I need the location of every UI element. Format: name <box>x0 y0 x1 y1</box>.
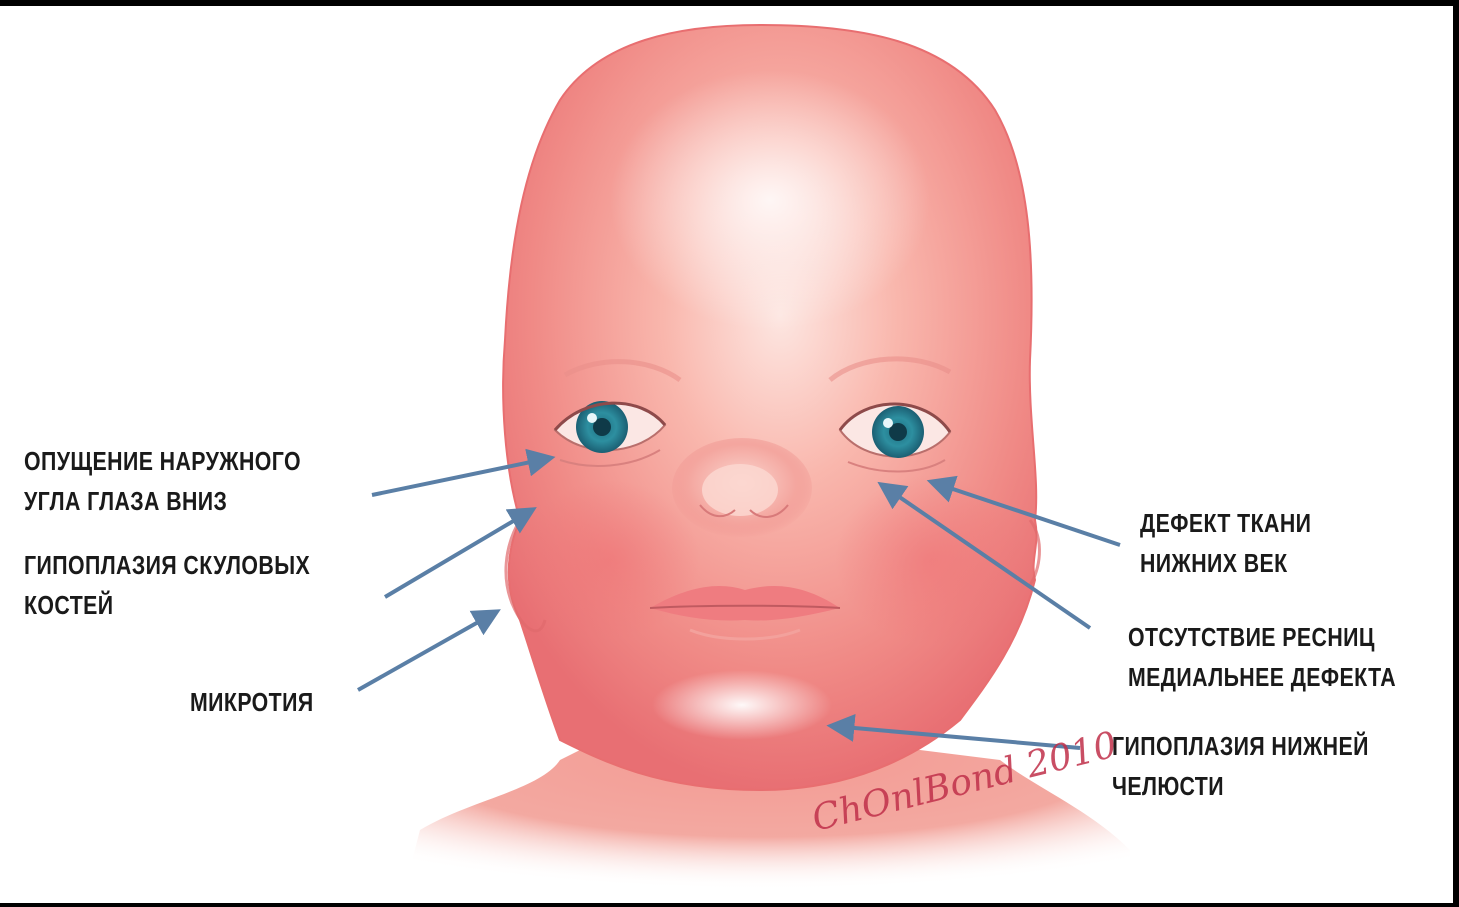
top-border <box>0 0 1459 6</box>
left-cheek <box>520 480 700 640</box>
chin-highlight <box>652 670 832 740</box>
label-eyelashes-line-2: МЕДИАЛЬНЕЕ ДЕФЕКТА <box>1128 657 1396 697</box>
label-eye-corner-line-1: ОПУЩЕНИЕ НАРУЖНОГО <box>24 441 301 481</box>
label-cheekbones-line-1: ГИПОПЛАЗИЯ СКУЛОВЫХ <box>24 545 310 585</box>
label-eyelid-defect-line-1: ДЕФЕКТ ТКАНИ <box>1140 503 1311 543</box>
label-cheekbones-line-2: КОСТЕЙ <box>24 585 310 625</box>
label-microtia-line-1: МИКРОТИЯ <box>190 682 314 722</box>
label-eyelid-defect-line-2: НИЖНИХ ВЕК <box>1140 543 1311 583</box>
right-border <box>1453 0 1459 907</box>
label-cheekbones: ГИПОПЛАЗИЯ СКУЛОВЫХ КОСТЕЙ <box>24 545 310 625</box>
label-jaw-line-2: ЧЕЛЮСТИ <box>1112 766 1369 806</box>
label-eyelashes: ОТСУТСТВИЕ РЕСНИЦ МЕДИАЛЬНЕЕ ДЕФЕКТА <box>1128 617 1396 697</box>
nose <box>672 438 812 538</box>
label-microtia: МИКРОТИЯ <box>190 682 314 722</box>
forehead-highlight <box>610 70 930 330</box>
label-eyelid-defect: ДЕФЕКТ ТКАНИ НИЖНИХ ВЕК <box>1140 503 1311 583</box>
label-jaw-line-1: ГИПОПЛАЗИЯ НИЖНЕЙ <box>1112 726 1369 766</box>
label-eye-corner: ОПУЩЕНИЕ НАРУЖНОГО УГЛА ГЛАЗА ВНИЗ <box>24 441 301 521</box>
arrow-microtia <box>358 612 496 690</box>
bottom-border <box>0 903 1459 907</box>
right-cheek <box>835 475 1025 645</box>
label-eye-corner-line-2: УГЛА ГЛАЗА ВНИЗ <box>24 481 301 521</box>
label-eyelashes-line-1: ОТСУТСТВИЕ РЕСНИЦ <box>1128 617 1396 657</box>
label-jaw: ГИПОПЛАЗИЯ НИЖНЕЙ ЧЕЛЮСТИ <box>1112 726 1369 806</box>
